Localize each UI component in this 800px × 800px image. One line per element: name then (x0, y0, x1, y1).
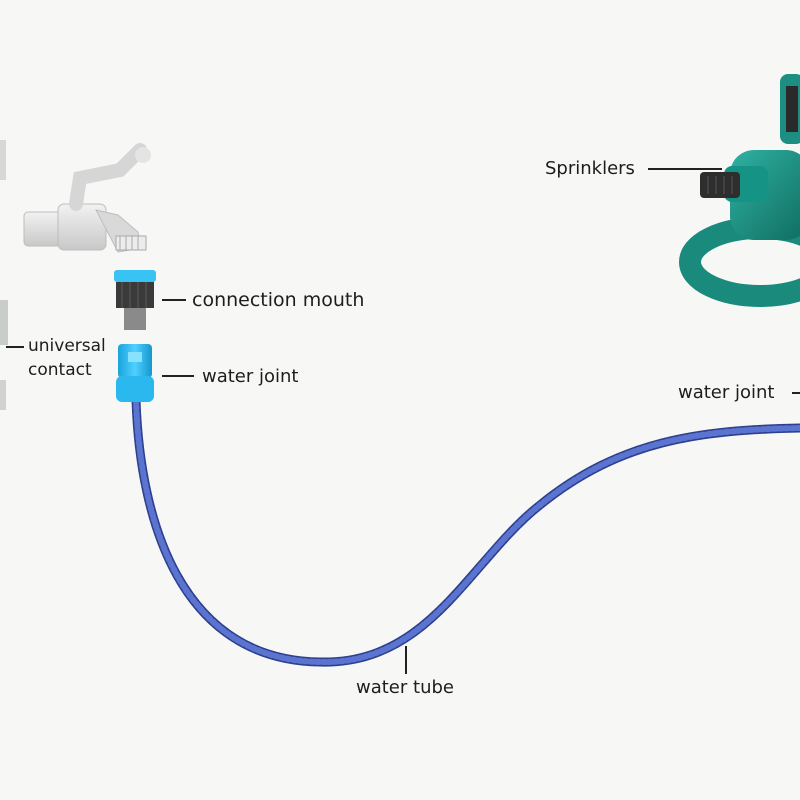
water-joint-left-part (116, 344, 154, 402)
water-tube (131, 395, 800, 667)
label-water-joint-left: water joint (202, 366, 299, 387)
label-water-tube: water tube (356, 677, 454, 698)
faucet-icon (23, 143, 151, 253)
connection-mouth-part (114, 270, 156, 330)
label-sprinklers: Sprinklers (545, 158, 635, 179)
label-connection-mouth: connection mouth (192, 289, 365, 311)
label-universal-contact: universal contact (28, 336, 106, 380)
partial-contact-object (0, 140, 8, 410)
sprinkler-icon (679, 74, 800, 307)
label-water-joint-right: water joint (678, 382, 775, 403)
